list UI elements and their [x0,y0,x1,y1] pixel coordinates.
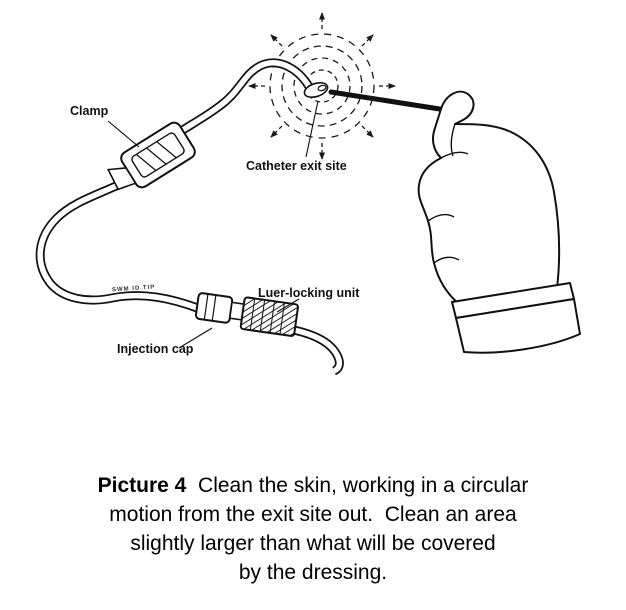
label-leader-lines [107,100,319,349]
clamp-device [106,121,196,191]
injection-cap-part [194,292,245,324]
caption-line-1: Picture 4 Clean the skin, working in a c… [0,472,626,501]
figure-caption: Picture 4 Clean the skin, working in a c… [0,472,626,588]
label-clamp: Clamp [70,104,109,118]
luer-locking-part [239,296,299,337]
gloved-hand [417,90,581,354]
caption-line-4: by the dressing. [238,560,388,584]
label-catheter-exit-site: Catheter exit site [246,159,347,173]
label-injection-cap: Injection cap [117,342,194,356]
caption-text-line-1: Clean the skin, working in a circular [186,474,529,497]
catheter-exit-site-hub [303,81,329,99]
outward-arrows [248,12,396,160]
swab-stick [328,89,449,113]
figure-illustration [35,12,581,376]
caption-line-3: slightly larger than what will be covere… [130,531,496,555]
catheter-tube [35,58,344,376]
caption-line-2: motion from the exit site out. Clean an … [109,502,517,526]
glove-cuff-roll [455,298,581,354]
label-luer-locking-unit: Luer-locking unit [258,286,360,300]
caption-picture-number: Picture 4 [97,474,187,497]
connector-assembly [194,292,299,337]
